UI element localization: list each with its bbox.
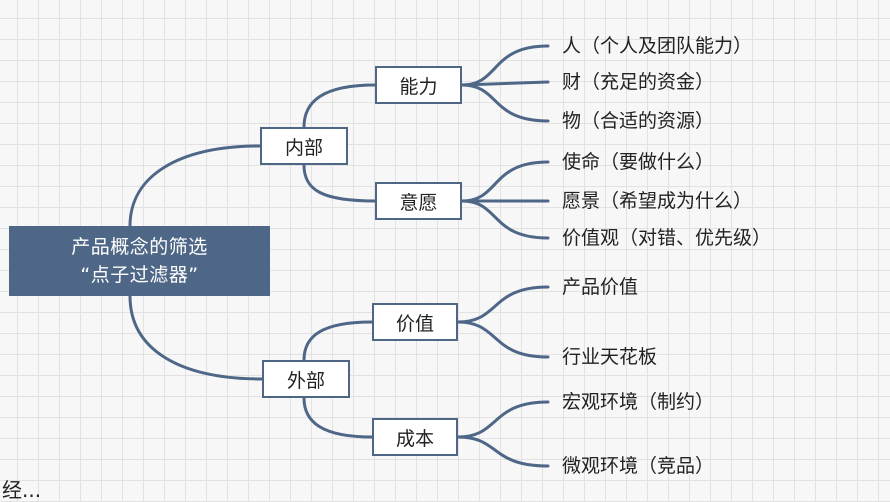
root-subtitle: “点子过滤器” [80, 264, 199, 286]
node-ability-label: 能力 [399, 75, 438, 98]
leaf-mission: 使命（要做什么） [562, 151, 715, 173]
leaf-values: 价值观（对错、优先级） [562, 227, 772, 249]
node-internal-label: 内部 [284, 136, 323, 159]
bottom-partial-text: 经... [2, 478, 42, 502]
node-external: 外部 [262, 360, 350, 398]
leaf-resources: 物（合适的资源） [562, 110, 715, 132]
leaf-people: 人（个人及团队能力） [562, 35, 753, 57]
node-value: 价值 [372, 303, 458, 341]
node-willingness-label: 意愿 [399, 191, 438, 214]
leaf-product-value: 产品价值 [562, 276, 639, 298]
root-title: 产品概念的筛选 [71, 236, 208, 258]
leaf-industry-ceiling: 行业天花板 [562, 346, 658, 368]
node-ability: 能力 [375, 66, 462, 104]
node-external-label: 外部 [286, 369, 325, 392]
node-internal: 内部 [260, 127, 348, 165]
connector-lines [128, 44, 550, 468]
leaf-vision: 愿景（希望成为什么） [562, 190, 753, 212]
node-cost-label: 成本 [395, 427, 434, 450]
leaf-funds: 财（充足的资金） [562, 71, 715, 93]
node-cost: 成本 [372, 418, 458, 456]
node-value-label: 价值 [395, 312, 434, 335]
leaf-micro-env: 微观环境（竞品） [562, 455, 715, 477]
root-node: 产品概念的筛选 “点子过滤器” [9, 226, 270, 296]
leaf-macro-env: 宏观环境（制约） [562, 391, 715, 413]
node-willingness: 意愿 [375, 182, 462, 220]
